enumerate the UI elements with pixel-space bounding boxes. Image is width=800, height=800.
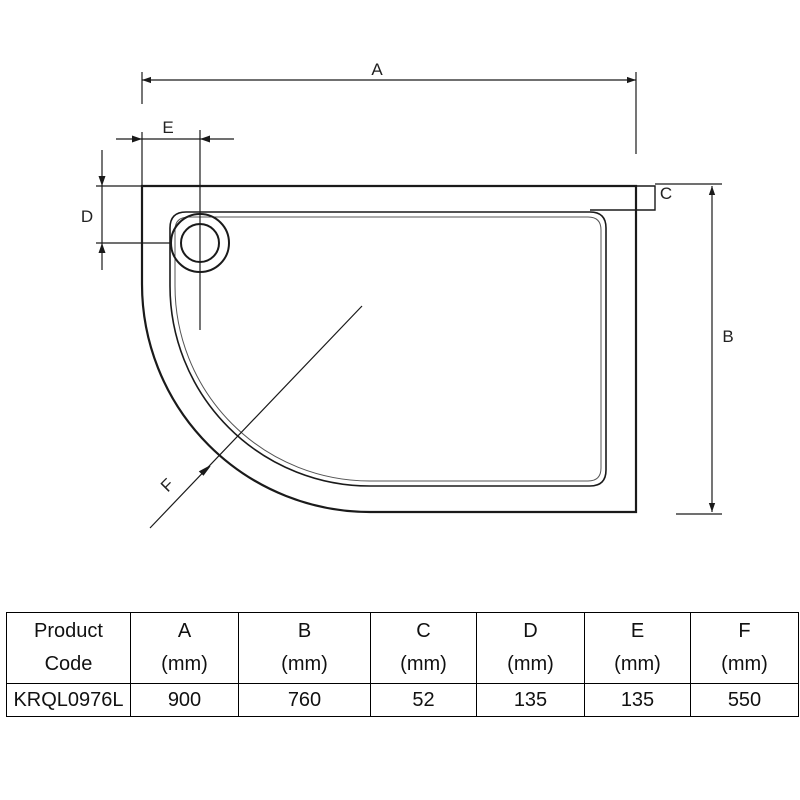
cell-d: 135 [476, 683, 585, 717]
header-b-unit: (mm) [281, 653, 328, 675]
label-b: B [722, 327, 733, 346]
header-f: F (mm) [690, 612, 799, 684]
dimension-d-arrow-top [98, 176, 106, 186]
label-f: F [157, 475, 178, 496]
header-a-unit: (mm) [161, 653, 208, 675]
header-c-unit: (mm) [400, 653, 447, 675]
cell-a: 900 [130, 683, 239, 717]
header-f-unit: (mm) [721, 653, 768, 675]
shower-tray-diagram: A E D C B F [81, 60, 734, 529]
dimension-e-arrow-left [132, 135, 142, 143]
table-row: KRQL0976L 900 760 52 135 135 550 [6, 683, 799, 717]
tray-inner-recess [169, 211, 607, 487]
label-e: E [162, 118, 173, 137]
dimension-c-bracket [590, 185, 656, 211]
header-e-unit: (mm) [614, 653, 661, 675]
header-b: B (mm) [238, 612, 371, 684]
dimension-f-arrow [198, 465, 211, 476]
cell-f: 550 [690, 683, 799, 717]
header-c-label: C [416, 620, 431, 642]
header-d-label: D [523, 620, 538, 642]
cell-product-code: KRQL0976L [6, 683, 131, 717]
label-d: D [81, 207, 93, 226]
header-b-label: B [297, 620, 312, 642]
header-a-label: A [177, 620, 192, 642]
header-d: D (mm) [476, 612, 585, 684]
header-e-label: E [630, 620, 645, 642]
header-c: C (mm) [370, 612, 477, 684]
tray-inner-recess-edge [174, 216, 602, 482]
dimension-f-line [149, 305, 363, 529]
tray-outline [140, 184, 638, 514]
header-f-label: F [738, 620, 751, 642]
header-a: A (mm) [130, 612, 239, 684]
dimension-e-arrow-right [200, 135, 210, 143]
label-c: C [660, 184, 672, 203]
label-a: A [371, 60, 383, 79]
dimension-d-arrow-bottom [98, 243, 106, 253]
header-product-code-line2: Code [44, 653, 93, 675]
cell-e: 135 [584, 683, 691, 717]
header-e: E (mm) [584, 612, 691, 684]
cell-c: 52 [370, 683, 477, 717]
header-product-code-line1: Product [34, 620, 103, 642]
cell-b: 760 [238, 683, 371, 717]
header-d-unit: (mm) [507, 653, 554, 675]
